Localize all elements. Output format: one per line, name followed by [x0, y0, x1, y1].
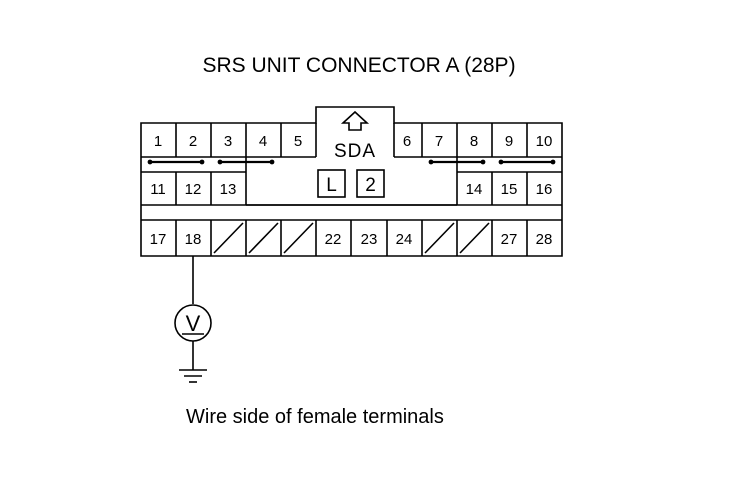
diagram-title: SRS UNIT CONNECTOR A (28P)	[202, 54, 515, 77]
row1-pins: 1 2 3 4 5 6 7 8 9 10	[154, 133, 553, 150]
caption: Wire side of female terminals	[186, 406, 444, 428]
pin-11: 11	[150, 181, 166, 198]
pin-10: 10	[536, 133, 553, 150]
shorting-bar-7-8	[428, 159, 486, 165]
pin-16: 16	[536, 181, 553, 198]
pin-17: 17	[150, 231, 167, 248]
shorting-bar-3-4	[217, 159, 275, 165]
empty-cavities	[213, 222, 490, 254]
pin-4: 4	[259, 133, 267, 150]
pin-22: 22	[325, 231, 342, 248]
pin-1: 1	[154, 133, 162, 150]
empty-cavity-21	[283, 222, 314, 254]
connector-body	[140, 106, 563, 257]
pin-23: 23	[361, 231, 378, 248]
ground-icon	[179, 369, 207, 383]
pin-2: 2	[189, 133, 197, 150]
shorting-bar-1-2	[147, 159, 205, 165]
voltmeter-symbol: V	[186, 311, 201, 336]
shorting-bar-9-10	[498, 159, 556, 165]
pin-8: 8	[470, 133, 478, 150]
label-box-2-text: 2	[365, 175, 376, 196]
shorting-bars	[147, 159, 556, 165]
pin-15: 15	[501, 181, 518, 198]
label-box-l-text: L	[326, 175, 337, 196]
label-box-2: 2	[356, 169, 385, 198]
empty-cavity-20	[248, 222, 279, 254]
up-arrow-icon	[340, 110, 370, 131]
empty-cavity-19	[213, 222, 244, 254]
pin-27: 27	[501, 231, 518, 248]
pin-28: 28	[536, 231, 553, 248]
pin-3: 3	[224, 133, 232, 150]
voltmeter-icon: V	[174, 304, 212, 342]
empty-cavity-26	[459, 222, 490, 254]
label-box-l: L	[317, 169, 346, 198]
sda-label: SDA	[334, 141, 376, 162]
pin-7: 7	[435, 133, 443, 150]
pin-5: 5	[294, 133, 302, 150]
row3-pins: 17 18 22 23 24 27 28	[150, 231, 553, 248]
row2-pins: 11 12 13 14 15 16	[150, 181, 552, 198]
pin-24: 24	[396, 231, 413, 248]
pin-18: 18	[185, 231, 202, 248]
pin-9: 9	[505, 133, 513, 150]
pin-14: 14	[466, 181, 483, 198]
pin-12: 12	[185, 181, 202, 198]
pin-6: 6	[403, 133, 411, 150]
pin-13: 13	[220, 181, 237, 198]
empty-cavity-25	[424, 222, 455, 254]
